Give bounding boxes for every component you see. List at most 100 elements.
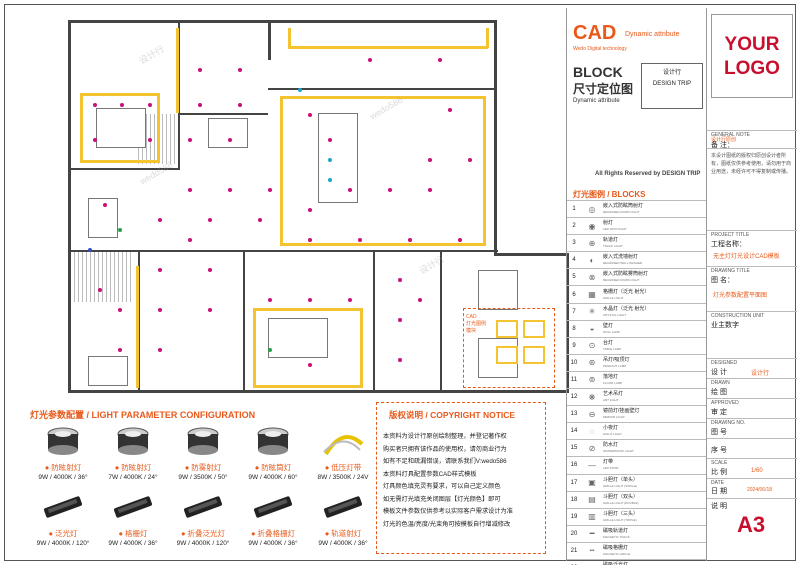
block-name-en: ART LIGHT xyxy=(603,398,619,403)
block-number: 18 xyxy=(570,496,578,503)
lamp-spec: 9W / 4000K / 120° xyxy=(36,540,90,547)
lamp-spec: 9W / 4000K / 36° xyxy=(248,540,298,547)
light-point xyxy=(238,68,242,72)
block-name-en: RECESSED DOWN LIGHT xyxy=(603,210,640,215)
lamp-name: ● 泛光灯 xyxy=(48,529,78,538)
copyright-line: 灯光的色温/亮度/光束角可按模板自行增减修改 xyxy=(383,520,511,528)
block-number: 20 xyxy=(570,530,578,537)
rights-text: All Rights Reserved by DESIGN TRIP xyxy=(595,171,701,177)
light-symbol-icon: ❋ xyxy=(588,392,596,402)
lamp-name: ● 低压灯带 xyxy=(324,463,362,472)
light-point xyxy=(308,238,312,242)
drawing-title-en: DRAWING TITLE xyxy=(711,268,750,274)
drawn-en: DRAWN xyxy=(711,380,730,386)
block-name-en: MIRROR LIGHT xyxy=(603,415,625,420)
block-number: 2 xyxy=(572,223,576,230)
drawing-title-label: 图 名： xyxy=(711,277,734,284)
light-point xyxy=(238,103,242,107)
light-point xyxy=(308,113,312,117)
date-en: DATE xyxy=(711,480,724,486)
light-symbol-icon: ⊗ xyxy=(588,272,596,282)
block-name-en: MAGNETIC TRACK xyxy=(603,534,630,539)
block-number: 16 xyxy=(570,462,578,469)
light-point xyxy=(93,103,97,107)
light-symbol-icon: ▥ xyxy=(588,512,596,522)
block-name: 台灯 xyxy=(603,339,614,346)
construction-value: 业主数字 xyxy=(711,322,739,329)
light-point xyxy=(258,218,262,222)
block-name-en: TRACK LIGHT xyxy=(603,244,623,249)
block-dynamic: Dynamic attribute xyxy=(573,98,620,104)
copyright-line: 灯具颜色填充灵有要求，可以自己定义颜色 xyxy=(383,483,501,490)
lamp-name: ● 防眩筒灯 xyxy=(254,463,292,472)
light-symbol-icon: ┄ xyxy=(581,564,603,565)
block-name: 斗胆灯（三头） xyxy=(603,510,639,517)
designed-label: 设 计 xyxy=(711,369,727,376)
block-number: 11 xyxy=(570,376,578,383)
block-number: 8 xyxy=(572,325,576,332)
light-point xyxy=(298,88,302,92)
block-number: 13 xyxy=(570,411,578,418)
notes-label: 说 明 xyxy=(711,503,727,510)
plan-legend-label: CAD 灯光图例 模块 xyxy=(466,314,487,334)
block-name-en: MAGNETIC GRILLE xyxy=(603,551,631,556)
light-symbol-icon: ▣ xyxy=(588,478,596,488)
light-point xyxy=(208,268,212,272)
company-name: 设计行原创 xyxy=(711,137,737,143)
lamp-name: ● 防雾射灯 xyxy=(184,463,222,472)
block-name: 艺术吊灯 xyxy=(603,391,624,398)
drawing-no-label: 图 号 xyxy=(711,429,727,436)
block-name: 射灯 xyxy=(603,220,614,227)
lamp-card: ● 防雾射灯 9W / 3500K / 50° xyxy=(168,424,238,490)
date-value: 2024/06/18 xyxy=(747,487,773,493)
light-point xyxy=(308,298,312,302)
designed-value: 设计行 xyxy=(751,371,770,377)
light-point xyxy=(208,308,212,312)
block-name: 镜前灯/挂画壁灯 xyxy=(603,408,640,415)
light-point xyxy=(208,218,212,222)
block-number: 12 xyxy=(570,394,578,401)
light-symbol-icon: ┅ xyxy=(589,546,595,556)
lamp-image-icon xyxy=(318,490,368,526)
light-point xyxy=(198,103,202,107)
lamp-spec: 9W / 3500K / 50° xyxy=(178,474,228,481)
lamp-spec: 9W / 4000K / 36° xyxy=(318,540,368,547)
light-point xyxy=(328,158,332,162)
block-name-en: LED STRIP xyxy=(603,466,619,471)
block-name: 防水灯 xyxy=(603,442,619,449)
lamp-image-icon xyxy=(178,424,228,460)
block-row: 6▦格栅灯（泛光 射光）GRILLE LIGHT xyxy=(567,285,707,302)
light-point xyxy=(103,203,107,207)
light-point xyxy=(268,348,272,352)
light-point xyxy=(408,238,412,242)
light-point xyxy=(348,298,352,302)
light-symbol-icon: ✳ xyxy=(588,307,596,317)
block-number: 14 xyxy=(570,428,578,435)
copyright-line: 如无需灯光填充关闭图层【灯光颜色】即可 xyxy=(383,495,501,503)
light-point xyxy=(98,288,102,292)
light-point xyxy=(468,158,472,162)
block-name: 磁吸泛光灯 xyxy=(603,562,707,565)
block-name-en: CRYSTAL LIGHT xyxy=(603,312,627,317)
copyright-line: 本资料灯具配置参数CAD样式模板 xyxy=(383,470,477,478)
note-text: 本设计图纸的版权归原创设计者所有，图纸仅供参考使用，请勿用于商业用途，未经许可不… xyxy=(711,153,792,175)
lamp-name: ● 折叠泛光灯 xyxy=(180,529,226,538)
light-point xyxy=(268,298,272,302)
light-point xyxy=(158,268,162,272)
light-point xyxy=(398,278,402,282)
light-symbol-icon: ⊙ xyxy=(588,341,596,351)
copyright-line: 如有不足和疏漏错误，请联系我们V:wedo586 xyxy=(383,458,507,465)
scale-en: SCALE xyxy=(711,460,728,466)
drawn-label: 绘 图 xyxy=(711,389,727,396)
lamp-image-icon xyxy=(248,424,298,460)
light-point xyxy=(93,138,97,142)
block-row: 19▥斗胆灯（三头）GRILLE LIGHT (TRIPLE) xyxy=(567,507,707,525)
